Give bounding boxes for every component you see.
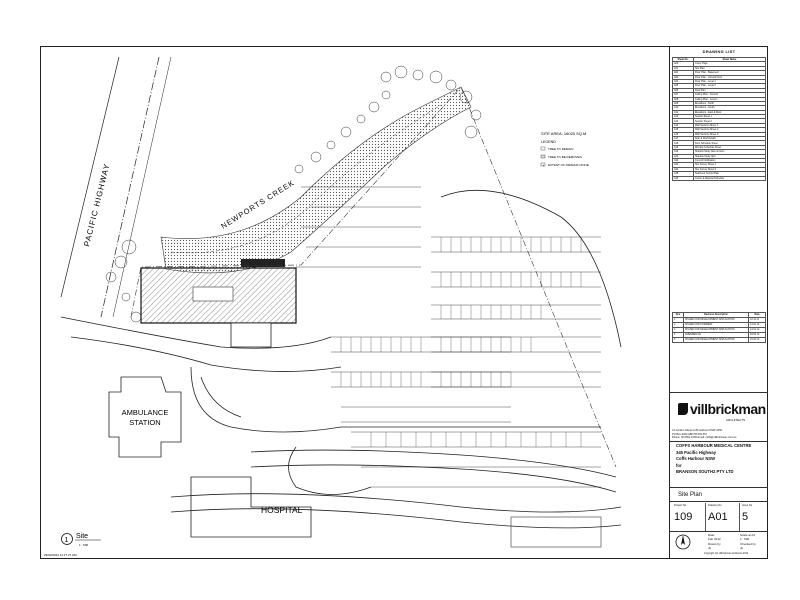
project-no: 109 [674,511,693,523]
riparian-zone [160,86,472,274]
view-tag-number: 1 [65,537,69,544]
scale-label: Scale at A1 [740,533,756,537]
highway-label: PACIFIC HIGHWAY [82,162,111,247]
company-address: 41 Gordon Street Coffs Harbour NSW 2450 … [672,429,737,440]
site-plan-drawing: PACIFIC HIGHWAY NEWPORTS CREEK [44,56,622,557]
hospital-outline [190,476,312,538]
drawing-list-sheet-no: A26 [672,175,694,181]
company-logo-sub: ARCHITECTS [726,418,746,422]
site-boundary [130,86,617,468]
drawing-sheet: PACIFIC HIGHWAY NEWPORTS CREEK [40,46,768,559]
drawn-label: Drawn by [708,542,721,546]
highway-lines [60,56,172,318]
checked-value: vb [740,546,744,550]
project-no-label: Project No [674,504,687,507]
site-area-label: SITE AREA: 16020 SQ.M [541,131,586,136]
revision-date: 21.02.12 [748,337,766,343]
plot-stamp: 29/02/2012 11:17:27 AM [44,553,77,557]
view-tag-scale: 1 : 500 [79,543,89,547]
parking-ticks [340,237,582,447]
north-arrow-icon [675,534,691,550]
checked-label: Checked by [740,542,756,546]
project-description: COFFS HARBOUR MEDICAL CENTRE 345 Pacific… [676,443,752,474]
legend-item-3: EXTENT OF RIPARIAN ZONE [548,163,589,167]
revision-number: 5 [672,337,684,343]
drawing-list-sheet-name: Colour & Material Schedule [693,175,766,181]
legend-swatches [540,146,546,167]
drawing-no-label: Drawing No [708,504,722,507]
revision-description: ISSUED FOR DEVELOPMENT APPLICATION [683,337,749,343]
issue-no: 5 [742,511,749,523]
sheet-numbers: Project No 109 Drawing No A01 Issue No 5 [672,503,766,531]
legend-item-2: TREE TO BE REMOVED [548,155,583,159]
small-building [510,516,602,548]
roads [60,189,622,529]
legend-item-1: TREE TO REMAIN [548,147,573,151]
scale-value: 1 : 500 [740,537,750,541]
company-logo: villbrickman [678,401,766,417]
view-tag-circle [61,533,73,545]
view-tag-title: Site [76,533,88,540]
issue-no-label: Issue No [742,504,753,507]
ambulance-station-outline [108,376,182,458]
drawn-value: vb [708,546,712,550]
legend-title: LEGEND [541,140,556,144]
date-label: Date [708,533,715,537]
logo-mark-icon [678,403,688,415]
tree-clusters [105,65,482,323]
parking-rows [296,186,601,488]
main-building [140,259,297,348]
copyright: Copyright (C) villbrickman architects 20… [704,552,749,555]
drawing-list-title: DRAWING LIST [702,49,736,54]
drawing-no: A01 [708,511,728,523]
sheet-title: Site Plan [678,492,703,498]
hospital-label: HOSPITAL [261,505,303,515]
date-value: Feb 2012 [708,537,721,541]
